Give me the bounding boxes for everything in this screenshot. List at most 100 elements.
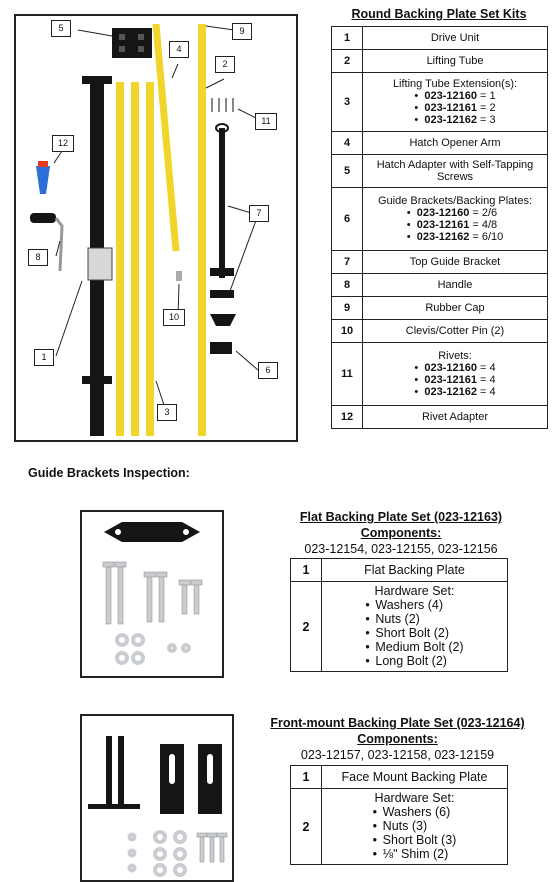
part-quantity: = 1 xyxy=(476,90,496,102)
part-code: 023-12160 xyxy=(424,362,477,374)
lifting-tube xyxy=(198,24,206,436)
kit-row-desc: Hatch Opener Arm xyxy=(362,131,548,155)
kit-row-label: Lifting Tube xyxy=(426,55,484,67)
callout-11: 11 xyxy=(255,113,277,130)
kit-row-desc: Guide Brackets/Backing Plates:023-12160 … xyxy=(362,187,548,251)
flat-row-1-num: 1 xyxy=(290,558,322,582)
inspection-heading: Guide Brackets Inspection: xyxy=(28,466,190,480)
kit-row-list-item: 023-12161 = 4 xyxy=(414,374,495,386)
kit-row-label: Guide Brackets/Backing Plates: xyxy=(377,195,533,207)
part-quantity: = 4 xyxy=(476,386,496,398)
kit-row-list-item: 023-12161 = 4/8 xyxy=(407,219,504,231)
kit-row: 9 Rubber Cap xyxy=(331,296,548,320)
flat-row-2-num: 2 xyxy=(290,581,322,672)
clevis-pin xyxy=(176,271,182,281)
callout-7: 7 xyxy=(249,205,269,222)
kit-row-label: Drive Unit xyxy=(430,32,480,44)
part-quantity: = 6/10 xyxy=(469,231,504,243)
front-set-title: Front-mount Backing Plate Set (023-12164… xyxy=(270,716,525,730)
kit-row-list: 023-12160 = 2/6023-12161 = 4/8023-12162 … xyxy=(407,207,504,243)
flat-components-list: 023-12154, 023-12155, 023-12156 xyxy=(304,542,498,556)
hardware-item: Nuts (3) xyxy=(373,819,457,833)
front-hardware-label: Hardware Set: xyxy=(374,791,455,805)
kit-row-list-item: 023-12160 = 2/6 xyxy=(407,207,504,219)
callout-6: 6 xyxy=(258,362,278,379)
kit-row-num: 1 xyxy=(331,26,363,50)
hatch-adapter-plate xyxy=(112,28,152,58)
hardware-item: Medium Bolt (2) xyxy=(365,640,463,654)
kit-row: 2 Lifting Tube xyxy=(331,49,548,73)
front-components-label: Components: xyxy=(357,732,438,746)
front-plate-photo xyxy=(88,736,228,877)
kit-row-desc: Top Guide Bracket xyxy=(362,250,548,274)
kit-row-num: 2 xyxy=(331,49,363,73)
part-code: 023-12162 xyxy=(424,386,477,398)
drive-unit-gearbox xyxy=(87,247,113,281)
kit-row-list-item: 023-12160 = 4 xyxy=(414,362,495,374)
kit-row-label: Hatch Opener Arm xyxy=(409,137,501,149)
part-quantity: = 4 xyxy=(476,362,496,374)
top-guide-bracket xyxy=(219,128,225,278)
callout-5: 5 xyxy=(51,20,71,37)
kit-photo xyxy=(30,23,265,436)
flat-plate-photo-box xyxy=(80,510,224,678)
kit-row-desc: Hatch Adapter with Self-Tapping Screws xyxy=(362,154,548,188)
hardware-item: Short Bolt (3) xyxy=(373,833,457,847)
callout-10: 10 xyxy=(163,309,185,326)
kit-row-desc: Rubber Cap xyxy=(362,296,548,320)
kit-row-desc: Lifting Tube xyxy=(362,49,548,73)
kit-row: 1 Drive Unit xyxy=(331,26,548,50)
front-row-1-num: 1 xyxy=(290,765,322,789)
flat-components-label: Components: xyxy=(360,526,442,540)
kit-row-desc: Clevis/Cotter Pin (2) xyxy=(362,319,548,343)
kit-table-title: Round Backing Plate Set Kits xyxy=(351,7,527,21)
kit-row-label: Rivets: xyxy=(438,350,472,362)
kit-photo-box: 1 2 3 4 5 6 7 8 9 10 11 12 xyxy=(14,14,298,442)
callout-3: 3 xyxy=(157,404,177,421)
kit-row-num: 9 xyxy=(331,296,363,320)
kit-row-list: 023-12160 = 4023-12161 = 4023-12162 = 4 xyxy=(414,362,495,398)
kit-row-label: Rubber Cap xyxy=(425,302,485,314)
callout-9: 9 xyxy=(232,23,252,40)
hardware-item: ⅛" Shim (2) xyxy=(373,847,457,861)
kit-row-desc: Rivets:023-12160 = 4023-12161 = 4023-121… xyxy=(362,342,548,406)
front-row-2-desc: Hardware Set: Washers (6)Nuts (3)Short B… xyxy=(321,788,508,865)
kit-row-list: 023-12160 = 1023-12161 = 2023-12162 = 3 xyxy=(414,90,495,126)
flat-parts-table: 1 Flat Backing Plate 2 Hardware Set: Was… xyxy=(290,558,508,672)
front-row-1-label: Face Mount Backing Plate xyxy=(321,765,508,789)
kit-row-num: 6 xyxy=(331,187,363,251)
kit-row-num: 10 xyxy=(331,319,363,343)
part-code: 023-12160 xyxy=(424,90,477,102)
hardware-item: Washers (4) xyxy=(365,598,463,612)
kit-row-label: Handle xyxy=(437,279,473,291)
part-code: 023-12162 xyxy=(424,114,477,126)
extension-tube-1 xyxy=(116,82,124,436)
part-code: 023-12161 xyxy=(424,374,477,386)
handle-grip xyxy=(30,213,56,223)
face-mount-plate-1 xyxy=(106,736,112,808)
callout-2: 2 xyxy=(215,56,235,73)
kit-row-label: Lifting Tube Extension(s): xyxy=(392,78,518,90)
hatch-opener-arm xyxy=(152,23,180,252)
front-hardware-list: Washers (6)Nuts (3)Short Bolt (3)⅛" Shim… xyxy=(373,805,457,861)
kit-row: 10 Clevis/Cotter Pin (2) xyxy=(331,319,548,343)
callout-12: 12 xyxy=(52,135,74,152)
front-row-2-num: 2 xyxy=(290,788,322,865)
front-plate-photo-box xyxy=(80,714,234,882)
kit-row-label: Clevis/Cotter Pin (2) xyxy=(405,325,505,337)
kit-row-desc: Handle xyxy=(362,273,548,297)
hardware-item: Long Bolt (2) xyxy=(365,654,463,668)
part-quantity: = 4/8 xyxy=(469,219,498,231)
kit-row-list-item: 023-12162 = 3 xyxy=(414,114,495,126)
kit-row-num: 12 xyxy=(331,405,363,429)
kit-row-desc: Drive Unit xyxy=(362,26,548,50)
kit-row-list-item: 023-12162 = 4 xyxy=(414,386,495,398)
part-code: 023-12161 xyxy=(416,219,470,231)
